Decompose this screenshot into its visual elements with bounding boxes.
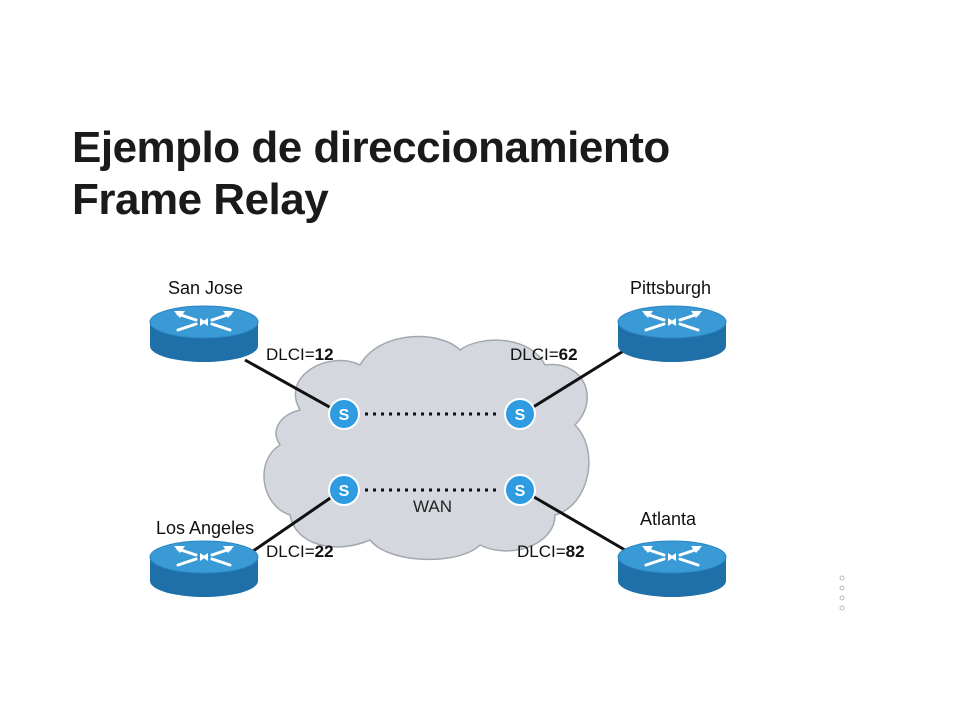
dlci-los-angeles: DLCI=22: [266, 542, 334, 561]
switch-top-left: S: [328, 398, 360, 430]
svg-text:S: S: [339, 407, 350, 424]
switch-top-right: S: [504, 398, 536, 430]
svg-text:S: S: [515, 407, 526, 424]
router-atlanta-icon: [616, 539, 728, 599]
router-name-los-angeles: Los Angeles: [156, 518, 254, 538]
router-san-jose-icon: [148, 304, 260, 364]
side-marks-decoration: [839, 575, 845, 611]
router-name-san-jose: San Jose: [168, 278, 243, 298]
wan-label: WAN: [413, 497, 452, 516]
dlci-atlanta: DLCI=82: [517, 542, 585, 561]
router-name-pittsburgh: Pittsburgh: [630, 278, 711, 298]
slide-title-line-1: Ejemplo de direccionamiento: [72, 123, 670, 172]
svg-text:S: S: [339, 483, 350, 500]
dlci-pittsburgh: DLCI=62: [510, 345, 578, 364]
slide-title-line-2: Frame Relay: [72, 175, 329, 224]
dlci-san-jose: DLCI=12: [266, 345, 334, 364]
router-name-atlanta: Atlanta: [640, 509, 697, 529]
link-atlanta: [521, 488, 626, 552]
router-pittsburgh-icon: [616, 304, 728, 364]
link-los-angeles: [239, 488, 343, 562]
switch-bottom-left: S: [328, 474, 360, 506]
link-pittsburgh: [521, 348, 626, 416]
svg-text:S: S: [515, 483, 526, 500]
router-los-angeles-icon: [148, 539, 260, 599]
slide-title: Ejemplo de direccionamiento Frame Relay: [72, 122, 670, 226]
wan-cloud: [263, 335, 590, 561]
link-san-jose: [244, 358, 343, 416]
switch-bottom-right: S: [504, 474, 536, 506]
